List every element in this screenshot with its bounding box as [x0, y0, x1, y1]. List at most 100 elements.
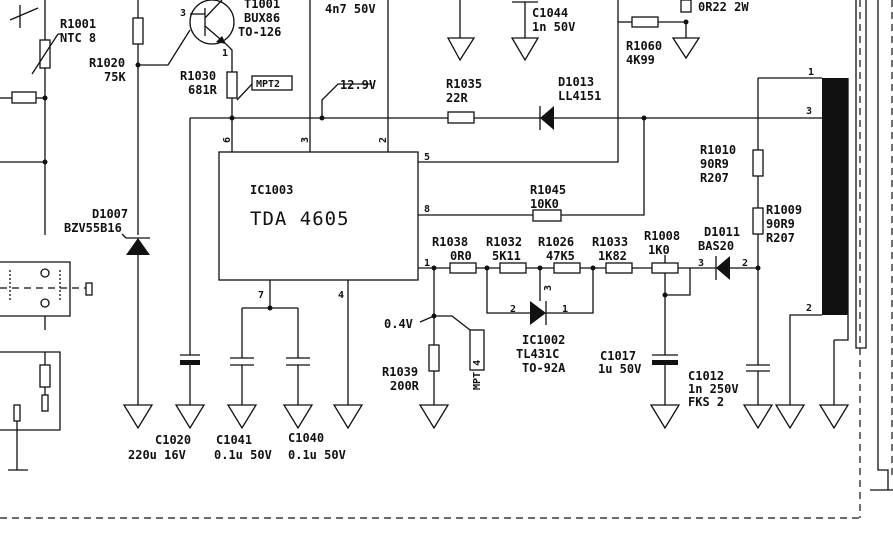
c1012-value: 1n 250V: [688, 382, 739, 396]
voltage-0-4: 0.4V: [384, 317, 413, 331]
ic1002-pkg: TO-92A: [522, 361, 566, 375]
ic1002-ref: IC1002: [522, 333, 565, 347]
d1013-part: LL4151: [558, 89, 601, 103]
left-circuit: [0, 0, 860, 519]
r1009-value: 90R9: [766, 217, 795, 231]
mpt2-box: [251, 75, 293, 91]
r1030-ref: R1030: [180, 69, 216, 83]
d1007-part: BZV55B16: [64, 221, 122, 235]
r1033-value: 1K82: [598, 249, 627, 263]
t1001-pkg: TO-126: [238, 25, 281, 39]
r1020-value: 75K: [104, 70, 126, 84]
ground-icon: [122, 404, 154, 430]
mpt2-label: MPT2: [256, 79, 280, 90]
d1013-ref: D1013: [558, 75, 594, 89]
d1007-ref: D1007: [92, 207, 128, 221]
tl431-pin1: 1: [562, 304, 568, 315]
r1030-value: 681R: [188, 83, 218, 97]
ic1002-symbol: [530, 301, 546, 325]
c-top-value: 4n7 50V: [325, 2, 376, 16]
xfmr-pin1: 1: [808, 67, 814, 78]
r1045-ref: R1045: [530, 183, 566, 197]
transformer: [822, 0, 893, 518]
c1044-value: 1n 50V: [532, 20, 575, 34]
d1011-ref: D1011: [704, 225, 740, 239]
left-resistor: [11, 91, 37, 104]
c1017-ref: C1017: [600, 349, 636, 363]
r1032-value: 5K11: [492, 249, 521, 263]
r1008-value: 1K0: [648, 243, 670, 257]
tl431-pin2: 2: [510, 304, 516, 315]
c1044-ref: C1044: [532, 6, 568, 20]
ic-bottom-caps: [174, 280, 364, 430]
c1020-value: 220u 16V: [128, 448, 186, 462]
xfmr-pin3: 3: [806, 106, 812, 117]
t1001-ref: T1001: [244, 0, 280, 11]
xfmr-pin2: 2: [806, 303, 812, 314]
ic-pin2: 2: [378, 137, 389, 143]
c1040-ref: C1040: [288, 431, 324, 445]
ic-pin1: 1: [424, 258, 430, 269]
right-column: [742, 77, 850, 430]
pot-pin3: 3: [698, 258, 704, 269]
ic1003-part: TDA 4605: [250, 208, 350, 230]
c1017-value: 1u 50V: [598, 362, 641, 376]
r1001-ref: R1001: [60, 17, 96, 31]
r-top-value: 0R22 2W: [698, 0, 749, 14]
r1020-d1007: [121, 0, 191, 430]
r1008-pot: [651, 262, 679, 274]
ic1003-body: [218, 151, 419, 281]
d1011-part: BAS20: [698, 239, 734, 253]
r1009-code: R207: [766, 231, 795, 245]
labels: R1001 NTC 8 R1020 75K T1001 BUX86 TO-126…: [60, 0, 814, 462]
r-top-column: [132, 17, 144, 45]
c1020-ref: C1020: [155, 433, 191, 447]
r1038-value: 0R0: [450, 249, 472, 263]
pot-pin2: 2: [742, 258, 748, 269]
c1040-value: 0.1u 50V: [288, 448, 346, 462]
r1038-ref: R1038: [432, 235, 468, 249]
r1010-ref: R1010: [700, 143, 736, 157]
r1032-ref: R1032: [486, 235, 522, 249]
ic-pin5: 5: [424, 152, 430, 163]
r1039-ref: R1039: [382, 365, 418, 379]
c1041-ref: C1041: [216, 433, 252, 447]
ic-pin3: 3: [300, 137, 311, 143]
ic-pin6: 6: [222, 137, 233, 143]
t1001-part: BUX86: [244, 11, 280, 25]
voltage-12-9: 12.9V: [340, 78, 376, 92]
r1060-value: 4K99: [626, 53, 655, 67]
top-middle: [309, 0, 701, 163]
t1001-pin1: 1: [222, 48, 228, 59]
r1020-ref: R1020: [89, 56, 125, 70]
feedback-chain: [418, 255, 761, 430]
r1060-ref: R1060: [626, 39, 662, 53]
ic-pin8: 8: [424, 204, 430, 215]
t1001-pin3: 3: [180, 8, 186, 19]
r1010-value: 90R9: [700, 157, 729, 171]
r1035-value: 22R: [446, 91, 468, 105]
r1026-value: 47K5: [546, 249, 575, 263]
r1045-value: 10K0: [530, 197, 559, 211]
mpt4-label: MPT 4: [472, 360, 483, 390]
d1013-diode: [540, 106, 554, 130]
ic1003: [218, 118, 419, 281]
c1041-value: 0.1u 50V: [214, 448, 272, 462]
ic-pin4: 4: [338, 290, 344, 301]
r1039-value: 200R: [390, 379, 420, 393]
r1033-ref: R1033: [592, 235, 628, 249]
t1001-transistor: [189, 0, 293, 118]
r1010-code: R207: [700, 171, 729, 185]
r1001-value: NTC 8: [60, 31, 96, 45]
ic-pin7: 7: [258, 290, 264, 301]
c1012-ref: C1012: [688, 369, 724, 383]
r1035: [447, 111, 475, 124]
r1035-ref: R1035: [446, 77, 482, 91]
d1007-zener: [126, 238, 150, 255]
tl431-pin3: 3: [543, 285, 554, 291]
r1026-ref: R1026: [538, 235, 574, 249]
bus-118: [189, 106, 822, 355]
c1012-type: FKS 2: [688, 395, 724, 409]
